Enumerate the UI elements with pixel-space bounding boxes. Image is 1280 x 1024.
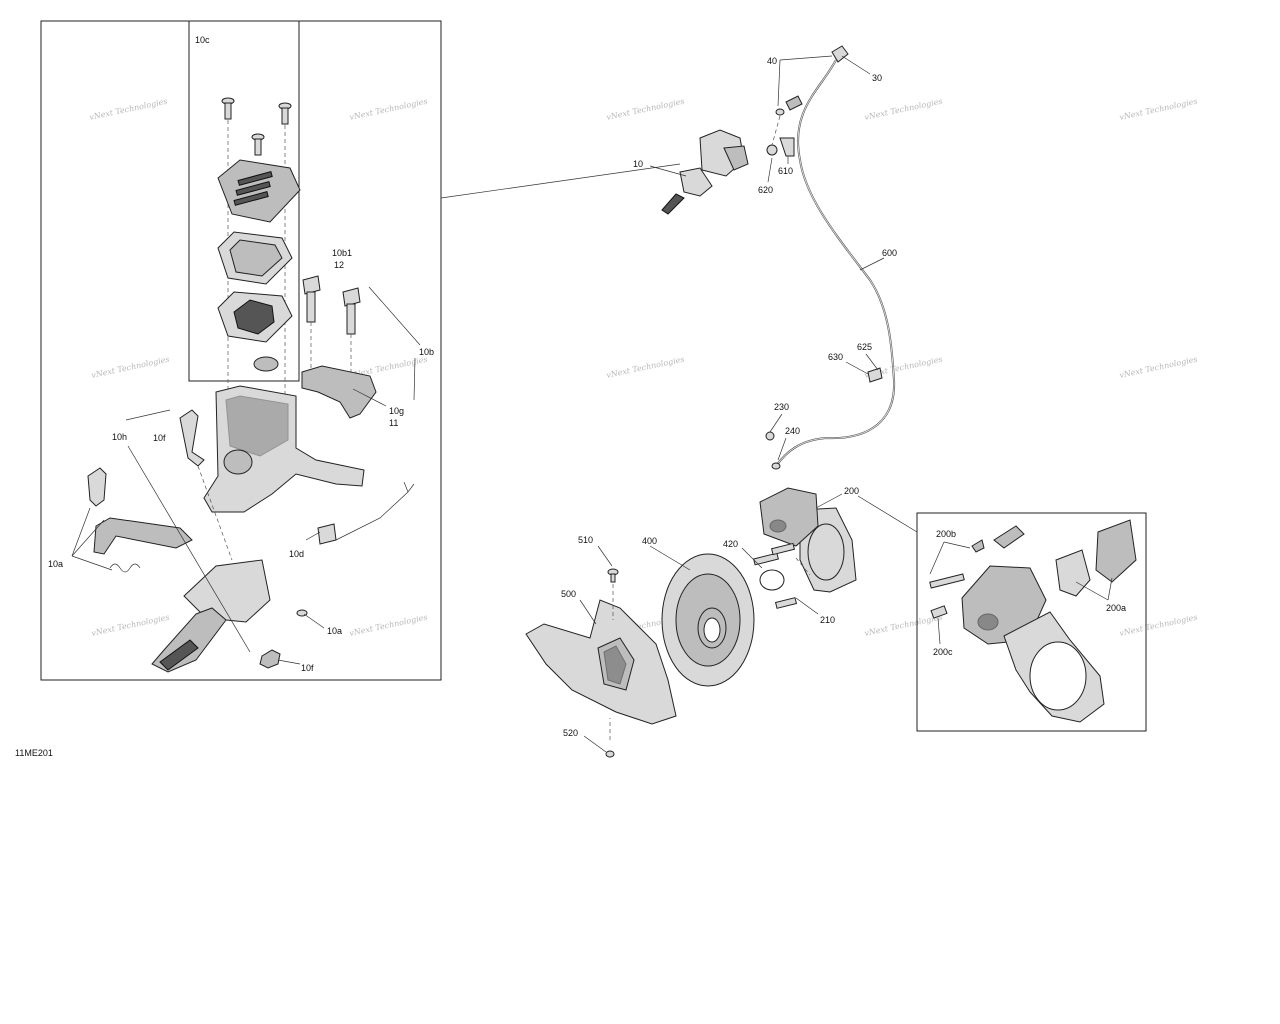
callout-510: 510 bbox=[578, 535, 593, 545]
callout-10d: 10d bbox=[289, 549, 304, 559]
brake-switch bbox=[317, 523, 337, 545]
callout-10c: 10c bbox=[195, 35, 210, 45]
watermark: vNext Technologies bbox=[91, 355, 171, 380]
float bbox=[253, 356, 279, 372]
callout-10f: 10f bbox=[301, 663, 314, 673]
watermark: vNext Technologies bbox=[1119, 613, 1199, 638]
callout-230: 230 bbox=[774, 402, 789, 412]
pad-clip bbox=[993, 525, 1025, 549]
watermark: vNext Technologies bbox=[349, 97, 429, 122]
watermark: vNext Technologies bbox=[91, 613, 171, 638]
callout-10a: 10a bbox=[48, 559, 63, 569]
callout-420: 420 bbox=[723, 539, 738, 549]
nut bbox=[259, 649, 281, 669]
callout-200: 200 bbox=[844, 486, 859, 496]
watermark: vNext Technologies bbox=[864, 613, 944, 638]
callout-630: 630 bbox=[828, 352, 843, 362]
callout-210: 210 bbox=[820, 615, 835, 625]
callout-40: 40 bbox=[767, 56, 777, 66]
caliper-disc-assembly: 200 510 400 420 500 210 520 bbox=[525, 486, 859, 758]
callout-10h: 10h bbox=[112, 432, 127, 442]
guard-screw bbox=[605, 750, 615, 758]
callout-10f: 10f bbox=[153, 433, 166, 443]
diagram-code: 11ME201 bbox=[15, 748, 53, 758]
callout-600: 600 bbox=[882, 248, 897, 258]
callout-520: 520 bbox=[563, 728, 578, 738]
callout-500: 500 bbox=[561, 589, 576, 599]
callout-610: 610 bbox=[778, 166, 793, 176]
lever-arm bbox=[93, 517, 193, 555]
watermark: vNext Technologies bbox=[1119, 355, 1199, 380]
return-spring bbox=[109, 563, 141, 573]
callout-400: 400 bbox=[642, 536, 657, 546]
reservoir-cap bbox=[217, 159, 301, 223]
callout-11: 11 bbox=[389, 418, 398, 428]
detail-connector-line bbox=[440, 163, 681, 199]
watermark: vNext Technologies bbox=[1119, 97, 1199, 122]
brake-pad bbox=[1095, 519, 1137, 583]
callout-12: 12 bbox=[334, 260, 344, 270]
callout-240: 240 bbox=[785, 426, 800, 436]
callout-30: 30 bbox=[872, 73, 882, 83]
caliper-detail-frame bbox=[916, 512, 1147, 732]
brake-hose bbox=[775, 59, 896, 467]
watermark: vNext Technologies bbox=[349, 613, 429, 638]
clamp-bolts bbox=[302, 275, 361, 335]
watermark: vNext Technologies bbox=[606, 97, 686, 122]
cap-screws bbox=[221, 97, 292, 156]
master-cylinder-detail: 10c 10b1 12 10b 10g 11 10h 10f 10d 10a 1… bbox=[40, 20, 681, 681]
watermark: vNext Technologies bbox=[89, 97, 169, 122]
master-cylinder-body bbox=[203, 385, 365, 513]
callout-10g: 10g bbox=[389, 406, 404, 416]
callout-200a: 200a bbox=[1106, 603, 1126, 613]
master-cylinder-assembly: 40 30 10 620 610 600 625 630 230 240 bbox=[633, 45, 897, 470]
adjuster-bolt bbox=[87, 467, 107, 507]
watermark: vNext Technologies bbox=[606, 355, 686, 380]
callout-620: 620 bbox=[758, 185, 773, 195]
brake-pad bbox=[1055, 549, 1091, 597]
callout-10: 10 bbox=[633, 159, 643, 169]
callout-200b: 200b bbox=[936, 529, 956, 539]
brake-disc bbox=[661, 553, 755, 687]
callout-200c: 200c bbox=[933, 647, 953, 657]
pivot-bolt bbox=[179, 409, 205, 467]
handlebar-clamp bbox=[301, 365, 377, 419]
callout-10b1: 10b1 bbox=[332, 248, 352, 258]
callout-10b: 10b bbox=[419, 347, 434, 357]
caliper-detail: 200b 200a 200c bbox=[857, 495, 1147, 732]
reservoir-cap-frame bbox=[188, 20, 300, 382]
watermark: vNext Technologies bbox=[864, 97, 944, 122]
callout-10a: 10a bbox=[327, 626, 342, 636]
callout-625: 625 bbox=[857, 342, 872, 352]
